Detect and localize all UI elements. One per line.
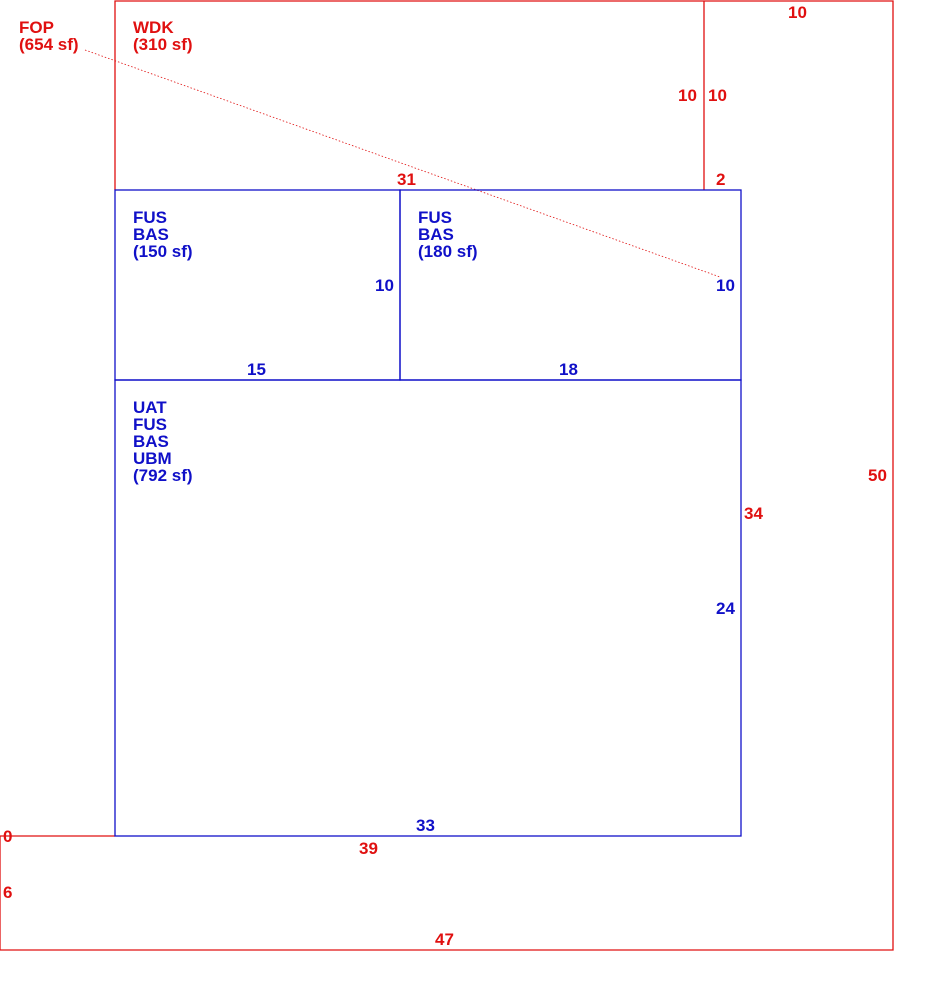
dim-red-34: 34	[744, 504, 763, 523]
blue-outlines	[114, 189, 742, 837]
dim-blue-18: 18	[559, 360, 578, 379]
dim-red-2: 2	[716, 170, 725, 189]
dim-red-47: 47	[435, 930, 454, 949]
dim-blue-15: 15	[247, 360, 266, 379]
dim-blue-24: 24	[716, 599, 735, 618]
wdk-area-label: WDK (310 sf)	[133, 18, 193, 54]
fop-area-label: FOP (654 sf)	[19, 18, 79, 54]
fus-right-area-label: FUS BAS (180 sf)	[418, 208, 478, 261]
dim-blue-33: 33	[416, 816, 435, 835]
dim-red-0: 0	[3, 827, 12, 846]
dim-red-39: 39	[359, 839, 378, 858]
dim-red-50: 50	[868, 466, 887, 485]
dim-red-10-left: 10	[678, 86, 697, 105]
main-room	[114, 379, 742, 837]
fop-outline	[0, 0, 894, 951]
red-outlines	[0, 0, 894, 951]
dim-red-6: 6	[3, 883, 12, 902]
fop-leader-line	[84, 49, 721, 278]
fus-left-area-label: FUS BAS (150 sf)	[133, 208, 193, 261]
dim-red-top-10: 10	[788, 3, 807, 22]
dim-blue-10-left: 10	[375, 276, 394, 295]
main-area-label: UAT FUS BAS UBM (792 sf)	[133, 398, 193, 485]
dim-blue-10-right: 10	[716, 276, 735, 295]
dim-red-10-right: 10	[708, 86, 727, 105]
dim-red-31: 31	[397, 170, 416, 189]
